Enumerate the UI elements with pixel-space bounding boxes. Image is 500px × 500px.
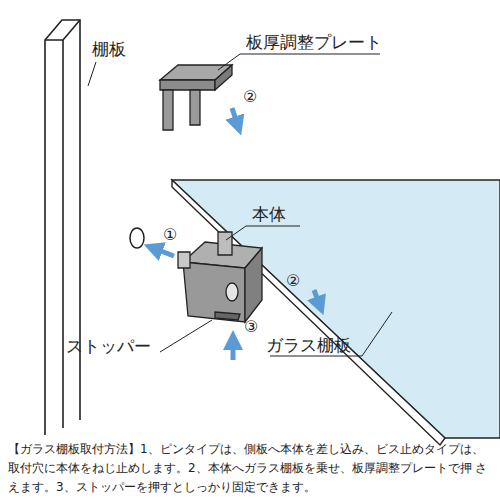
glass-shelf bbox=[172, 180, 500, 445]
callout-number: ① bbox=[163, 226, 177, 244]
callout-number: ② bbox=[243, 88, 257, 106]
side-board bbox=[45, 20, 80, 435]
callout-number: ③ bbox=[244, 318, 258, 336]
bracket-body bbox=[178, 232, 262, 322]
adjust-plate bbox=[160, 65, 232, 130]
o-ring bbox=[130, 228, 144, 248]
callout-number: ② bbox=[286, 272, 300, 290]
part-label: 板厚調整プレート bbox=[246, 33, 382, 52]
part-label: 本体 bbox=[252, 205, 286, 224]
leader-lines bbox=[88, 54, 392, 356]
part-label: ガラス棚板 bbox=[266, 336, 351, 355]
part-label: 棚板 bbox=[92, 40, 126, 59]
part-label: ストッパー bbox=[66, 337, 151, 356]
caption: 【ガラス棚板取付方法】1、ピンタイプは、側板へ本体を差し込み、ビス止めタイプは、… bbox=[8, 440, 492, 497]
motion-arrows bbox=[153, 108, 320, 360]
